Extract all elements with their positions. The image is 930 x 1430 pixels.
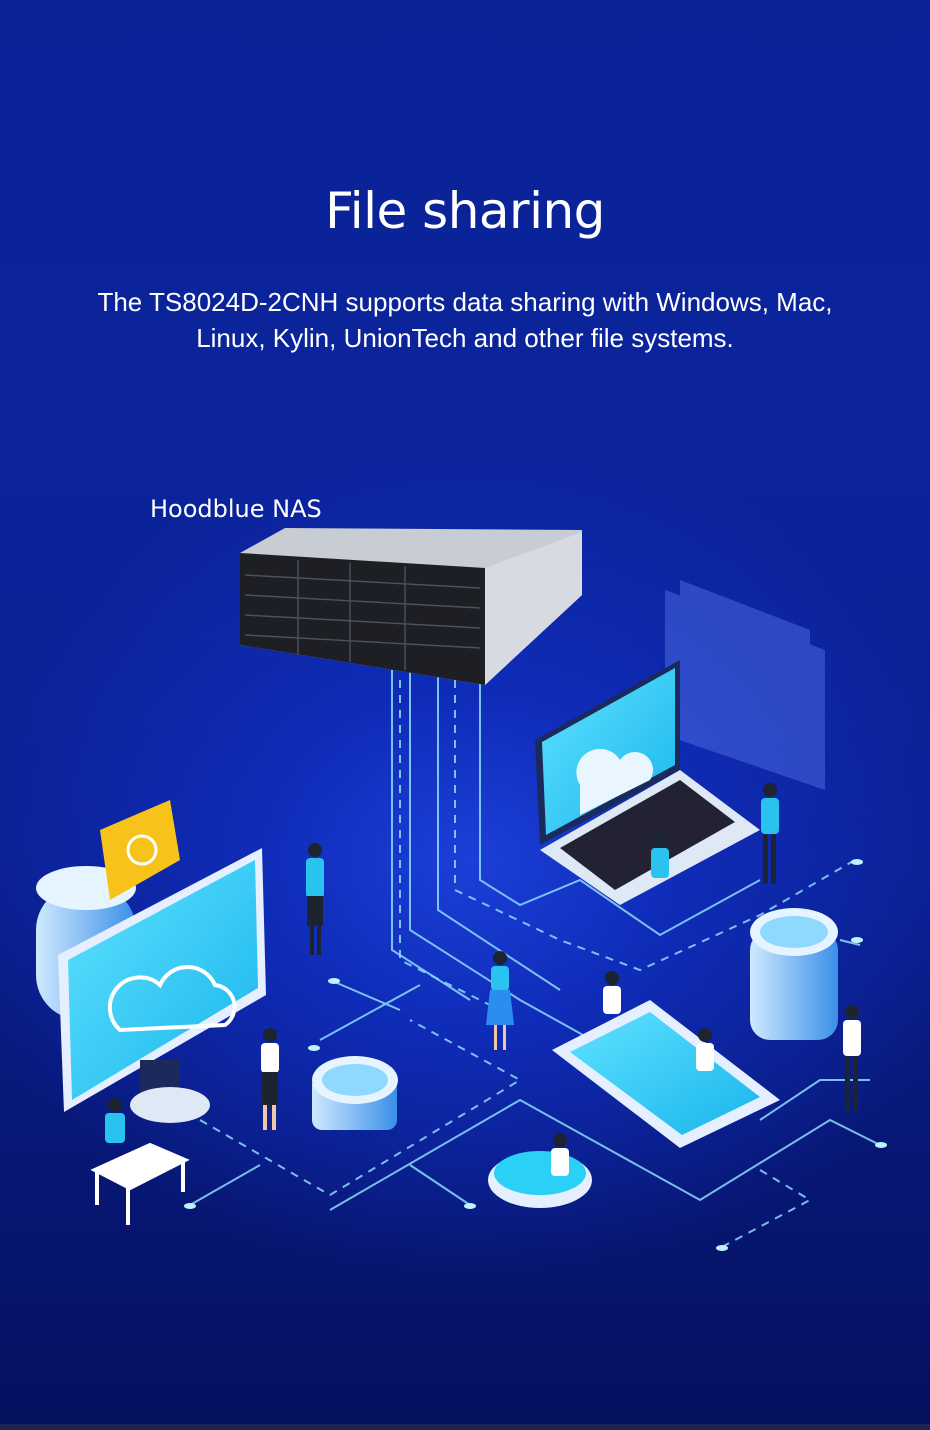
bottom-bar (0, 1424, 930, 1430)
person-figure (761, 783, 779, 884)
monitor-image (58, 848, 266, 1123)
hologram-panels (665, 580, 825, 790)
dashed-lines (199, 680, 856, 1249)
person-figure (306, 843, 324, 955)
nas-label: Hoodblue NAS (150, 495, 322, 523)
person-figure (551, 1133, 569, 1176)
platform-disc-image (488, 1151, 592, 1208)
database-right-image (750, 908, 838, 1040)
page-title: File sharing (325, 182, 605, 240)
person-figure (696, 1028, 714, 1071)
phone-image (552, 1000, 780, 1148)
database-center-image (312, 1056, 398, 1130)
person-figure (486, 951, 514, 1050)
folder-icon (100, 800, 180, 900)
network-nodes (184, 859, 887, 1251)
desk-image (90, 1142, 190, 1225)
network-lines (189, 670, 881, 1211)
person-figure (105, 1098, 125, 1143)
person-figure (261, 1028, 279, 1130)
page-description: The TS8024D-2CNH supports data sharing w… (97, 287, 833, 353)
file-sharing-illustration (36, 528, 887, 1251)
people-figures (105, 783, 861, 1176)
person-figure (603, 971, 621, 1014)
nas-server-image (240, 528, 582, 685)
laptop-image (535, 660, 760, 905)
person-figure (843, 1005, 861, 1111)
person-figure (651, 833, 669, 878)
